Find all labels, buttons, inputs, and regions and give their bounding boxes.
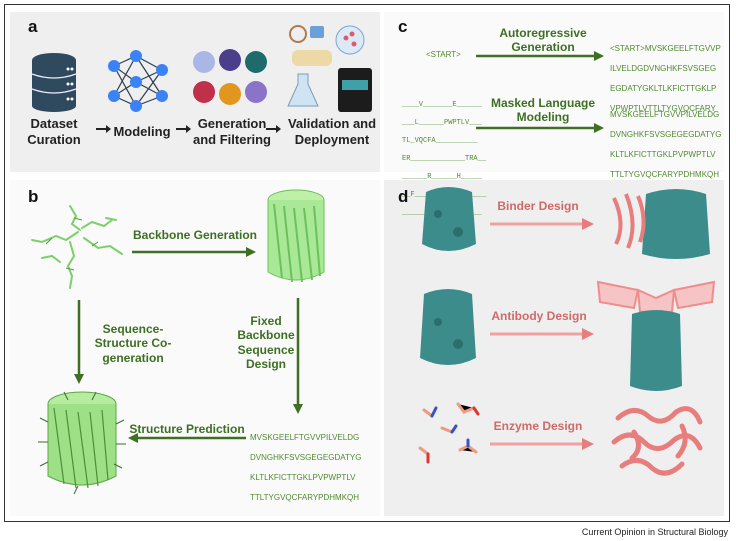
antibody-complex-icon [596, 280, 716, 391]
enzyme-structure-icon [611, 406, 703, 476]
mlm-line: DVNGHKFSVSGEGEGDATYG [610, 130, 722, 139]
arrow-icon [96, 125, 111, 133]
sequence-line: KLTLKFICTTGKLPVPWPTLV [250, 473, 356, 482]
autoregressive-label: Autoregressive Generation [499, 26, 587, 55]
arrow-left-icon [128, 433, 246, 443]
structure-prediction-label: Structure Prediction [129, 422, 245, 436]
masked-line: ______R______H_____ [402, 173, 482, 181]
lab-equipment-icon [287, 25, 372, 112]
step-dataset-curation: Dataset Curation [27, 116, 81, 147]
panel-c-label: c [398, 17, 408, 36]
full-atom-structure-icon [38, 391, 126, 495]
beta-barrel-icon [267, 189, 325, 283]
arrow-right-icon [476, 51, 604, 61]
target-protein-icon [420, 289, 476, 365]
mlm-output: MVSKGEELFTGVVPILVELDG DVNGHKFSVSGEGEGDAT… [610, 100, 721, 190]
binder-complex-icon [612, 189, 710, 259]
arrow-right-icon [490, 438, 594, 450]
arrow-right-icon [132, 247, 256, 257]
panel-b-label: b [28, 187, 39, 206]
panel-c-background [384, 12, 724, 172]
journal-footer: Current Opinion in Structural Biology [581, 527, 728, 537]
figure-frame [4, 4, 730, 522]
arrow-icon [176, 125, 191, 133]
sequence-line: TTLTYGVQCFARYPDHMKQH [250, 493, 360, 502]
start-token: <START> [426, 50, 461, 59]
masked-line: ___L______PWPTLV___ [402, 119, 482, 127]
disordered-structure-icon [31, 205, 123, 289]
binder-design-label: Binder Design [497, 199, 579, 213]
mlm-line: KLTLKFICTTGKLPVPWPTLV [610, 150, 716, 159]
arrow-down-icon [293, 298, 303, 414]
masked-line: ____V_______E______ [402, 101, 482, 109]
step-generation-filtering: Generation and Filtering [193, 116, 271, 147]
fixed-backbone-label: Fixed Backbone Sequence Design [237, 314, 295, 372]
neural-network-icon [108, 50, 168, 112]
arrow-right-icon [476, 123, 604, 133]
ar-line: ILVELDGDVNGHKFSVSGEG [610, 64, 717, 73]
masked-line: TL_VQCFA__________ [402, 137, 478, 145]
ar-line: <START>MVSKGEELFTGVVP [610, 44, 721, 53]
co-generation-label: Sequence-Structure Co-generation [94, 322, 172, 365]
ar-output: <START>MVSKGEELFTGVVP ILVELDGDVNGHKFSVSG… [610, 34, 721, 124]
enzyme-design-label: Enzyme Design [493, 419, 583, 433]
antibody-design-label: Antibody Design [491, 309, 587, 323]
sequence-line: MVSKGEELFTGVVPILVELDG [250, 433, 360, 442]
mlm-label: Masked Language Modeling [490, 96, 596, 125]
protein-blobs-icon [193, 49, 267, 105]
step-validation-deployment: Validation and Deployment [287, 116, 377, 147]
panel-d-label: d [398, 187, 409, 206]
mlm-line: TTLTYGVQCFARYPDHMKQH [610, 170, 720, 179]
sequence-text: MVSKGEELFTGVVPILVELDG DVNGHKFSVSGEGEGDAT… [250, 423, 361, 513]
ar-line: VPWPTLVTTLTYGVQCFARY [610, 104, 716, 113]
backbone-generation-label: Backbone Generation [132, 228, 258, 242]
panel-a-label: a [28, 17, 38, 36]
masked-line: ER_____________TRA__ [402, 155, 487, 163]
sequence-line: DVNGHKFSVSGEGEGDATYG [250, 453, 362, 462]
arrow-icon [266, 125, 281, 133]
mlm-line: MVSKGEELFTGVVPILVELDG [610, 110, 720, 119]
target-protein-icon [422, 187, 476, 251]
ar-line: EGDATYGKLTLKFICTTGKLP [610, 84, 717, 93]
arrow-right-icon [490, 218, 594, 230]
step-modeling: Modeling [113, 124, 171, 139]
database-icon [31, 53, 77, 112]
arrow-right-icon [490, 328, 594, 340]
arrow-down-icon [74, 300, 84, 384]
substrate-molecules-icon [418, 402, 480, 464]
